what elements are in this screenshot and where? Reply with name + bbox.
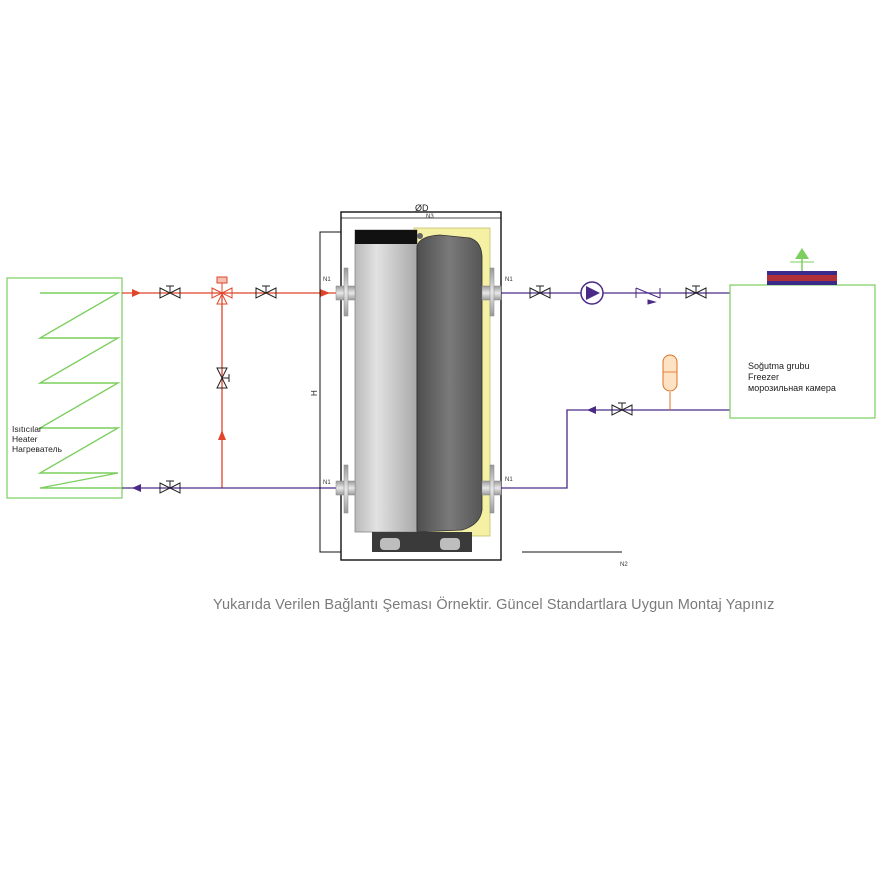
flow-arrow-icon	[587, 406, 596, 414]
buffer-tank: ØD N3 H N2 N1 N1 N1 N1	[310, 203, 628, 568]
port-label: N1	[323, 277, 331, 283]
port-label: N1	[323, 480, 331, 486]
heater-coil-icon	[37, 292, 122, 489]
flow-arrow-icon	[320, 289, 330, 297]
circulation-pump-icon	[580, 281, 604, 305]
tank-outline	[340, 211, 502, 561]
diameter-label: ØD	[415, 203, 429, 213]
expansion-vessel-icon	[662, 354, 678, 410]
hot-supply-line	[122, 292, 340, 488]
tank-port-flange	[481, 464, 502, 514]
diagram-caption: Yukarıda Verilen Bağlantı Şeması Örnekti…	[213, 597, 775, 613]
port-label: N1	[505, 277, 513, 283]
tank-port-flange	[335, 267, 356, 317]
heater-label-en: Heater	[12, 434, 38, 444]
ball-valve-icon	[255, 285, 277, 299]
flow-arrow-up-icon	[218, 430, 226, 440]
fan-arrow-icon	[790, 248, 814, 271]
top-port-label: N3	[426, 214, 434, 220]
ball-valve-icon	[159, 480, 181, 494]
height-label: H	[310, 390, 319, 396]
ball-valve-icon	[529, 285, 551, 299]
cooling-unit: Soğutma grubu Freezer морозильная камера	[729, 248, 876, 419]
ball-valve-icon	[159, 285, 181, 299]
bypass-valve-icon	[216, 367, 230, 389]
heater-unit: Isıtıcılar Heater Нагреватель	[6, 277, 123, 499]
tank-port-flange	[335, 464, 356, 514]
cooler-label-en: Freezer	[748, 372, 779, 382]
flow-arrow-icon	[132, 289, 141, 297]
bottom-port-label: N2	[620, 562, 628, 568]
cooler-label-ru: морозильная камера	[748, 383, 836, 393]
heater-label-ru: Нагреватель	[12, 444, 63, 454]
flow-arrow-icon	[132, 484, 141, 492]
three-way-valve-icon	[211, 276, 233, 305]
port-label: N1	[505, 477, 513, 483]
check-valve-icon	[635, 287, 661, 305]
cooler-label-tr: Soğutma grubu	[748, 361, 810, 371]
cold-supply-line	[501, 292, 730, 489]
heater-label-tr: Isıtıcılar	[12, 424, 42, 434]
ball-valve-icon	[685, 285, 707, 299]
ball-valve-icon	[611, 402, 633, 416]
tank-port-flange	[481, 267, 502, 317]
